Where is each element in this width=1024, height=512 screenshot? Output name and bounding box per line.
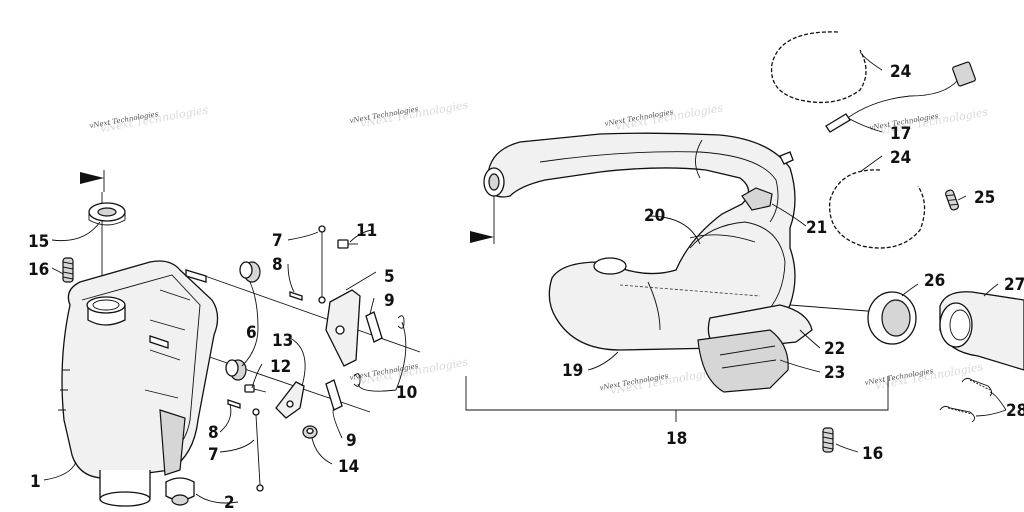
part-21-patch [741, 187, 773, 211]
muffler-side-marks [58, 369, 70, 411]
part-14-nut [302, 425, 318, 439]
callout-16-left: 16 [28, 260, 49, 280]
watermark-7: vNext Technologies vNext Technologies [599, 365, 719, 397]
part-16-spring [62, 257, 74, 283]
part-12-bolt [244, 384, 267, 393]
chamber-axis-line [789, 304, 881, 313]
muffler-inlet [86, 296, 126, 314]
callout-9-lower: 9 [346, 431, 357, 451]
part-27-coupler-end [939, 302, 973, 348]
reference-flag-left [80, 170, 105, 192]
part-27-coupler-inner [949, 309, 971, 341]
callout-15: 15 [28, 232, 49, 252]
callout-24-lower: 24 [890, 148, 911, 168]
chamber-alignment-line [619, 284, 761, 297]
part-8-pin-upper [289, 291, 303, 301]
callout-7-lower: 7 [208, 445, 219, 465]
part-24-band-lower [828, 169, 926, 249]
callout-numbers: 15 16 1 2 7 8 11 5 9 6 13 12 10 8 7 9 14… [28, 62, 1024, 512]
part-17-sensor [825, 61, 976, 133]
part-25-spring [945, 189, 959, 211]
watermark-3: vNext Technologies vNext Technologies [604, 101, 724, 133]
callout-5: 5 [384, 267, 395, 287]
muffler-stud-lower [149, 335, 169, 349]
expansion-chamber-assembly [465, 31, 1024, 453]
part-5-hole [335, 325, 345, 335]
part-23-heat-shield [697, 329, 789, 393]
watermark-2: vNext Technologies vNext Technologies [349, 98, 469, 130]
group-18-bracket [465, 376, 889, 411]
part-9-plate-lower [325, 379, 343, 411]
chamber-inner-lower [689, 221, 786, 321]
chamber-inner-line [539, 151, 779, 223]
callout-8-upper: 8 [272, 255, 283, 275]
callout-27: 27 [1004, 275, 1024, 295]
part-13-hole [286, 400, 294, 408]
chamber-seam-mid [689, 234, 756, 243]
callout-11: 11 [356, 221, 377, 241]
chamber-inlet-hole [488, 173, 500, 191]
callout-24-upper: 24 [890, 62, 911, 82]
callout-14: 14 [338, 457, 359, 477]
callout-16-right: 16 [862, 444, 883, 464]
callout-1: 1 [30, 472, 41, 492]
part-13-bracket [275, 381, 305, 419]
callout-23: 23 [824, 363, 845, 383]
muffler-mount-bracket [159, 409, 186, 476]
callout-19: 19 [562, 361, 583, 381]
part-26-ring [867, 291, 917, 345]
callout-22: 22 [824, 339, 845, 359]
shield-texture [719, 345, 777, 369]
callout-26: 26 [924, 271, 945, 291]
part-9-plate-upper [365, 311, 383, 343]
reference-flag-right [470, 231, 494, 243]
part-7-spring-upper [318, 225, 326, 304]
callout-12: 12 [270, 357, 291, 377]
callout-2: 2 [224, 493, 235, 512]
watermark-4: vNext Technologies vNext Technologies [869, 105, 989, 137]
muffler-assembly [58, 192, 421, 507]
callout-6: 6 [246, 323, 257, 343]
part-11-bolt [337, 239, 358, 249]
chamber-seam-lower [647, 281, 661, 331]
callout-10: 10 [396, 383, 417, 403]
part-28-spring-lower [939, 405, 975, 423]
part-28-spring-upper [961, 377, 993, 397]
watermark-8: vNext Technologies vNext Technologies [864, 360, 984, 392]
part-6-grommet-upper [239, 261, 261, 283]
part-6-grommet-lower [225, 359, 247, 381]
part-7-spring-lower [252, 408, 264, 492]
leader-lines [43, 51, 1007, 504]
part-24-band-upper [770, 31, 867, 104]
callout-25: 25 [974, 188, 995, 208]
callout-28: 28 [1006, 401, 1024, 421]
muffler-outlet-end [99, 491, 151, 507]
callout-21: 21 [806, 218, 827, 238]
part-16-spring-right [822, 427, 834, 453]
muffler-stud-upper [185, 269, 207, 283]
callout-7-upper: 7 [272, 231, 283, 251]
watermark-1: vNext Technologies vNext Technologies [89, 103, 209, 135]
muffler-inlet-inner [92, 299, 120, 311]
part-15-grommet [88, 202, 126, 226]
muffler-ribs [144, 289, 191, 399]
chamber-seam-upper [695, 139, 703, 179]
callout-13: 13 [272, 331, 293, 351]
callout-20: 20 [644, 206, 665, 226]
callout-17: 17 [890, 124, 911, 144]
part-10-clip-upper [397, 315, 405, 329]
callout-18: 18 [666, 429, 687, 449]
part-2-drain [171, 494, 189, 506]
chamber-sensor-boss [779, 151, 794, 165]
centerline-upper [204, 275, 421, 353]
callout-8-lower: 8 [208, 423, 219, 443]
part-10-clip-lower [353, 373, 361, 387]
chamber-outlet-end [593, 257, 627, 275]
part-8-pin-lower [227, 399, 241, 409]
expansion-chamber [487, 132, 796, 351]
callout-9-upper: 9 [384, 291, 395, 311]
